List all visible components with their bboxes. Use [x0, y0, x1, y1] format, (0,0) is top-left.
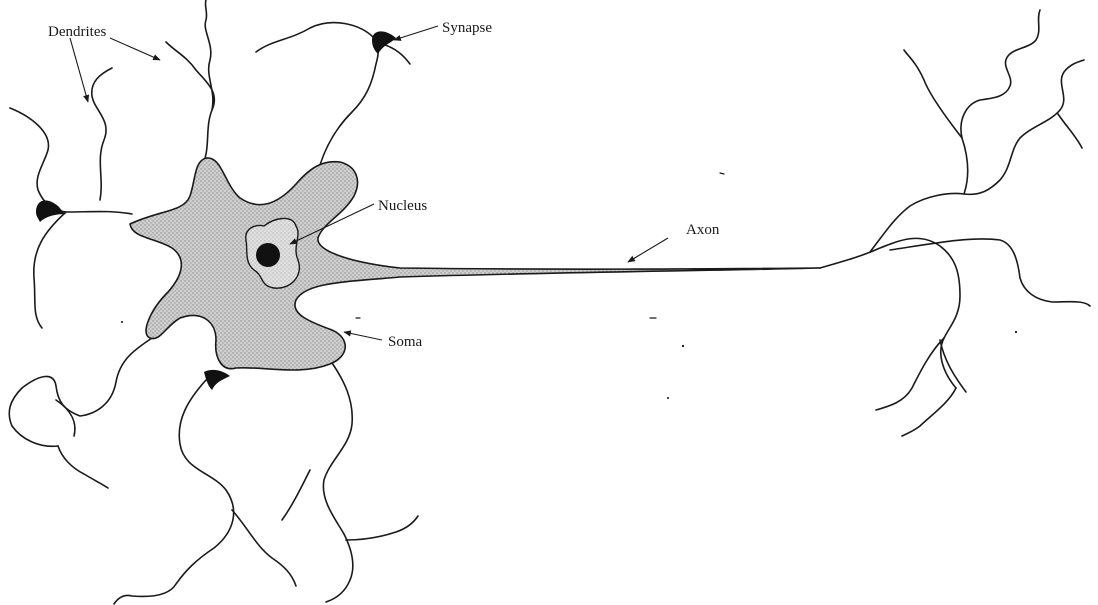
axon-terminal-right — [890, 239, 1090, 306]
label-axon: Axon — [686, 222, 720, 238]
dendrite-upper-right-tip — [382, 44, 410, 64]
synapse-left — [36, 200, 66, 222]
dendrite-upper-left — [92, 68, 112, 200]
axon-terminal-lower — [876, 338, 944, 410]
dendrite-upper-center — [166, 42, 214, 170]
dendrite-left-lower-branch — [56, 400, 75, 436]
axon-terminal-upper-d — [1058, 114, 1082, 148]
synapse-arrow — [394, 26, 438, 40]
dendrite-left-lower-tail — [58, 446, 108, 488]
dendrite-upper-center-branch — [205, 0, 213, 110]
dendrite-left-lower — [9, 338, 152, 446]
speck — [121, 321, 123, 323]
dendrite-left-mid — [34, 212, 66, 328]
label-arrows — [70, 26, 668, 340]
axon-terminal-upper-b — [961, 10, 1040, 194]
soma-body — [130, 158, 820, 370]
synapse-top — [372, 31, 396, 54]
dendrite-lower-center-branch — [232, 510, 296, 586]
axon-terminals — [820, 10, 1090, 436]
dendrite-upper-right-loop — [256, 23, 376, 52]
speck — [667, 397, 669, 399]
speck — [682, 345, 684, 347]
axon-arrow — [628, 238, 668, 262]
label-soma: Soma — [388, 334, 423, 350]
dendrite-lower-right-branch2 — [282, 470, 310, 520]
synapse-bottom — [204, 370, 230, 390]
dendrites-arrow-1 — [110, 38, 160, 60]
nucleolus — [256, 243, 280, 267]
dendrites-arrow-2 — [70, 38, 88, 102]
dendrite-lower-right — [323, 360, 353, 602]
label-synapse: Synapse — [442, 20, 492, 36]
dendrite-left-upper — [10, 108, 132, 214]
axon-terminal-upper — [870, 60, 1084, 252]
label-nucleus: Nucleus — [378, 198, 427, 214]
axon-terminal-main — [820, 238, 960, 388]
label-dendrites: Dendrites — [48, 24, 106, 40]
axon-terminal-lower-b — [902, 388, 956, 436]
dendrite-lower-center — [114, 380, 234, 604]
axon-terminal-upper-c — [904, 50, 962, 138]
soma-arrow — [344, 332, 382, 340]
speck — [720, 173, 724, 174]
dendrite-lower-right-branch — [346, 516, 418, 540]
speck — [1015, 331, 1017, 333]
dendrite-upper-right — [320, 40, 378, 165]
